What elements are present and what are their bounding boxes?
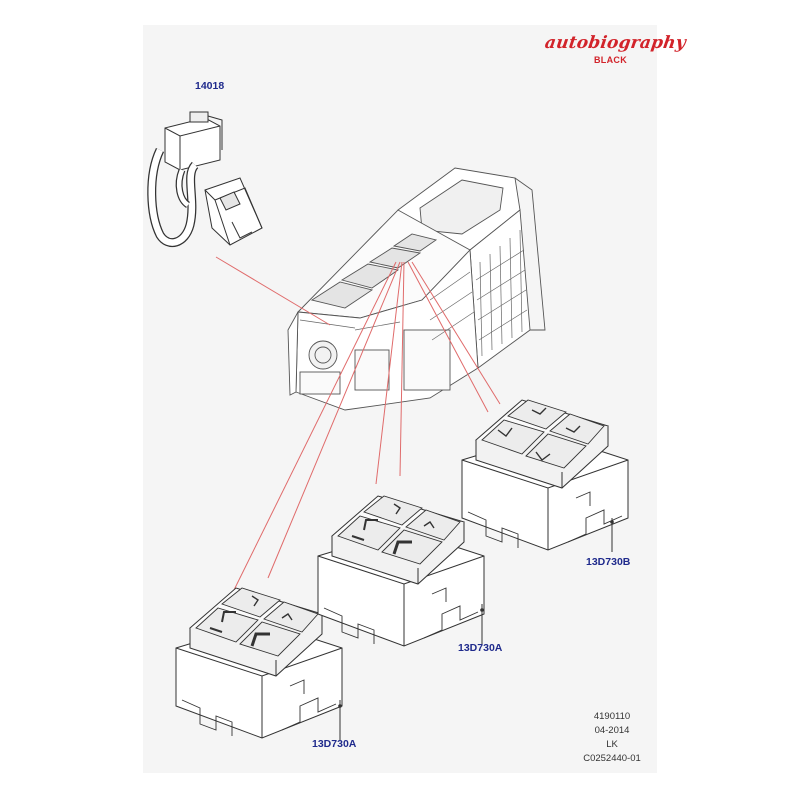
console-rib-detail xyxy=(299,229,528,357)
switch-pack-lower-left xyxy=(175,587,343,740)
brand-edition: BLACK xyxy=(594,55,627,65)
label-13d730a-middle: 13D730A xyxy=(458,642,503,654)
label-13d730b: 13D730B xyxy=(586,556,631,568)
footer-date: 04-2014 xyxy=(594,725,630,736)
label-14018: 14018 xyxy=(195,80,225,92)
centre-console xyxy=(287,167,546,411)
label-13d730a-lower: 13D730A xyxy=(312,738,357,750)
footer-illustration-number: 4190110 xyxy=(593,711,631,722)
switch-pack-middle xyxy=(317,495,485,647)
leader-lines xyxy=(215,256,501,591)
wiring-harness-connector xyxy=(147,111,263,248)
footer-model-code: LK xyxy=(606,739,618,750)
switch-pack-upper-right xyxy=(461,399,629,552)
footer-reference: C0252440-01 xyxy=(583,753,641,764)
